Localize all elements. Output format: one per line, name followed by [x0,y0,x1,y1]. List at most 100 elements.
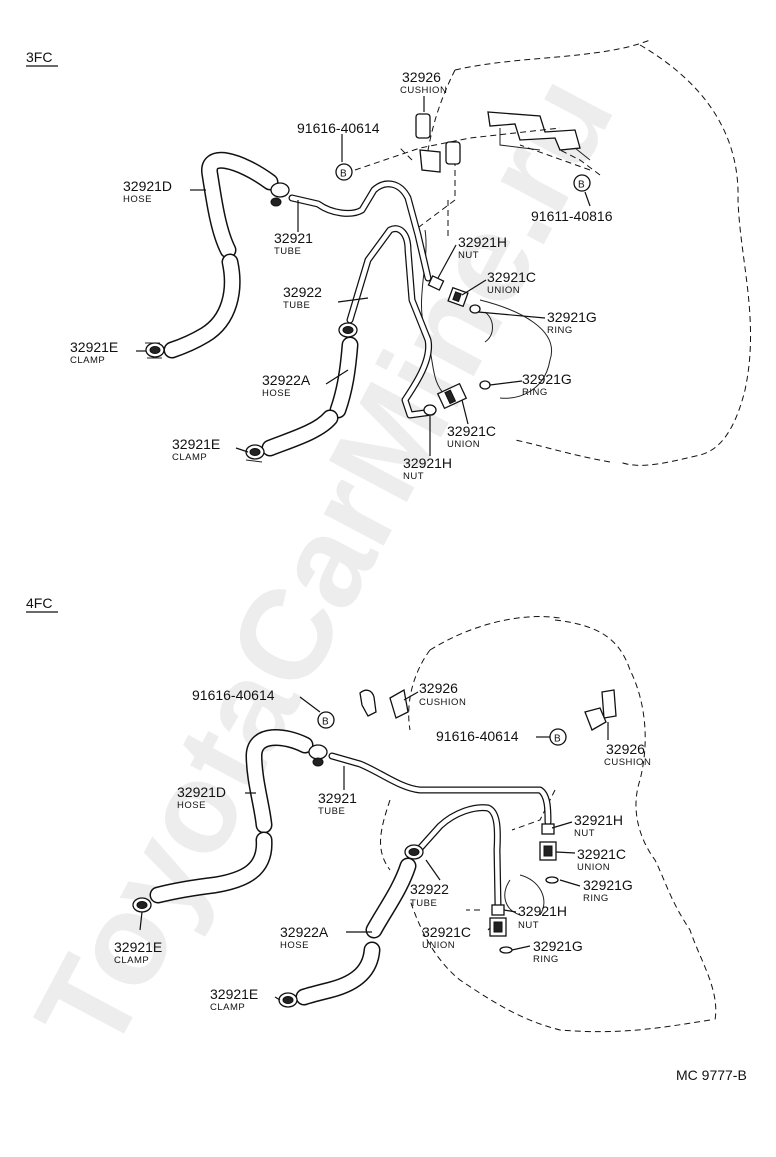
label-32921: 32921 [318,790,357,806]
union-32921c [489,917,507,937]
union-32921c [436,382,468,410]
clamp-32921e [308,744,328,767]
label-tube: TUBE [318,806,345,817]
diagram-code: MC 9777-B [676,1067,747,1083]
label-32921h: 32921H [518,903,567,919]
label-nut: NUT [403,471,424,482]
label-32921h: 32921H [403,455,452,471]
svg-text:B: B [578,180,585,191]
cushion-bottom-2 [601,689,617,719]
tube-32921 [328,752,552,826]
label-32921g: 32921G [547,309,597,325]
union-32921c [539,841,557,861]
section-label-4fc: 4FC [26,595,52,611]
label-32921e: 32921E [114,939,162,955]
label-32922a: 32922A [280,924,329,940]
bolt-b-icon: B [549,728,567,746]
label-91616-40614: 91616-40614 [192,687,275,703]
hose-32922a [261,336,359,457]
label-clamp: CLAMP [172,452,207,463]
hose-32921d [149,729,314,904]
label-cushion: CUSHION [419,697,466,708]
label-91616-40614: 91616-40614 [436,728,519,744]
bolt-b-icon: B [573,174,591,192]
clamp-32921e [270,182,290,207]
nut-32921h [427,275,445,291]
label-32921c: 32921C [447,423,496,439]
hose-32922a [295,857,417,1006]
label-tube: TUBE [283,300,310,311]
cushion-top-2 [445,141,461,165]
ring-32921g [545,876,559,884]
bolt-b-icon: B [335,163,353,181]
ring-32921g [479,380,491,390]
label-clamp: CLAMP [114,955,149,966]
hose-32921d [163,151,279,359]
label-tube: TUBE [410,898,437,909]
label-32921e: 32921E [70,339,118,355]
label-cushion: CUSHION [604,757,651,768]
label-nut: NUT [518,920,539,931]
tube-32921 [288,180,432,282]
label-clamp: CLAMP [210,1002,245,1013]
section-label-3fc: 3FC [26,49,52,65]
nut-32921h [423,404,437,416]
section-3fc: 3FC B B [26,39,752,482]
label-32921c: 32921C [487,269,536,285]
label-32921: 32921 [274,230,313,246]
label-32921d: 32921D [177,784,226,800]
label-union: UNION [422,940,455,951]
tube-32922 [410,804,502,909]
label-32921g: 32921G [583,877,633,893]
label-union: UNION [487,285,520,296]
ring-32921g [499,946,513,954]
label-32922: 32922 [283,284,322,300]
bolt-b-icon: B [317,711,335,729]
label-ring: RING [533,954,559,965]
label-tube: TUBE [274,246,301,257]
union-32921c [447,286,469,308]
section-4fc: 4FC B B [26,595,717,1033]
clamp-32921e [145,342,165,359]
label-32921e: 32921E [172,436,220,452]
label-32921c: 32921C [422,924,471,940]
label-32922: 32922 [410,881,449,897]
label-32926: 32926 [402,69,441,85]
svg-text:B: B [340,169,347,180]
label-32926: 32926 [419,680,458,696]
label-cushion: CUSHION [400,85,447,96]
clamp-32921e [338,322,358,338]
label-nut: NUT [574,828,595,839]
label-32921g: 32921G [522,371,572,387]
label-32921h: 32921H [574,812,623,828]
ring-32921g [469,304,481,314]
clamp-32921e [245,444,265,463]
label-32922a: 32922A [262,372,311,388]
label-union: UNION [447,439,480,450]
cushion-bottom-1 [389,688,409,719]
label-union: UNION [577,862,610,873]
label-32926: 32926 [606,741,645,757]
label-clamp: CLAMP [70,355,105,366]
nut-32921h [491,904,505,916]
label-32921e: 32921E [210,986,258,1002]
engine-outline-top [424,39,752,466]
clamp-32921e [132,897,152,913]
label-nut: NUT [458,250,479,261]
label-32921h: 32921H [458,234,507,250]
cushion-top [415,113,431,139]
engine-outline-bottom [380,616,717,1033]
svg-text:B: B [554,734,561,745]
svg-text:B: B [322,717,329,728]
clamp-32921e [278,992,298,1008]
label-91611-40816: 91611-40816 [531,208,613,224]
label-hose: HOSE [280,940,309,951]
label-32921g: 32921G [533,938,583,954]
label-ring: RING [547,325,573,336]
label-91616-40614: 91616-40614 [297,120,380,136]
label-32921c: 32921C [577,846,626,862]
label-ring: RING [583,893,609,904]
tube-32922 [346,225,436,419]
